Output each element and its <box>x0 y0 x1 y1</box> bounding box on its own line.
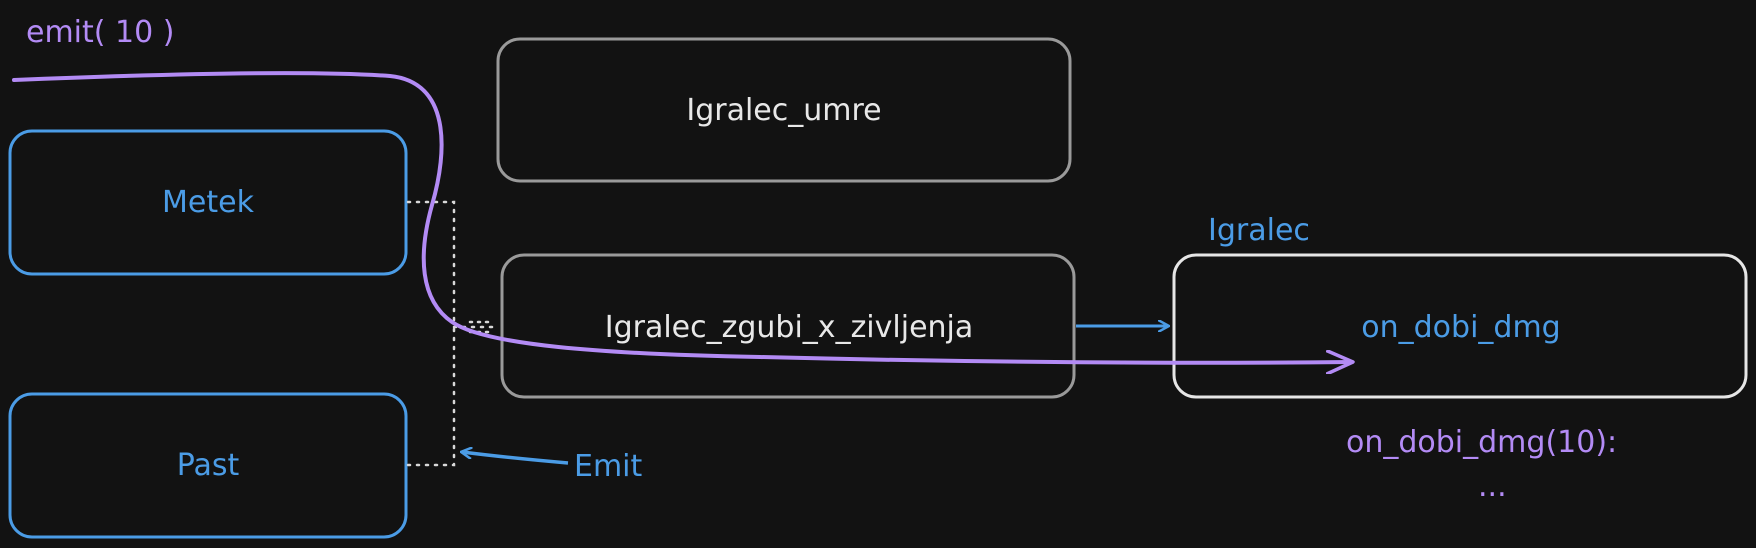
metek-label: Metek <box>162 185 255 220</box>
metek-dotted-connector <box>406 200 498 329</box>
igralec-zgubi-label: Igralec_zgubi_x_zivljenja <box>605 310 974 345</box>
emit-flow-line <box>12 71 1352 363</box>
igralec-group-label: Igralec <box>1208 213 1310 248</box>
emit-call-label: emit( 10 ) <box>26 15 174 50</box>
emit-arrow <box>462 452 569 465</box>
emit-label: Emit <box>574 449 643 484</box>
handler-call-label: on_dobi_dmg(10): <box>1346 425 1617 460</box>
past-label: Past <box>177 448 240 483</box>
metek-box[interactable] <box>8 129 408 276</box>
ellipsis-label: ... <box>1478 469 1507 504</box>
on-dobi-dmg-label: on_dobi_dmg <box>1361 310 1560 345</box>
past-box[interactable] <box>8 392 408 539</box>
igralec-box[interactable] <box>1172 253 1748 399</box>
igralec-zgubi-box[interactable] <box>500 253 1076 399</box>
past-dotted-connector <box>406 325 456 467</box>
igralec-umre-box[interactable] <box>496 37 1072 183</box>
igralec-umre-label: Igralec_umre <box>686 93 881 128</box>
